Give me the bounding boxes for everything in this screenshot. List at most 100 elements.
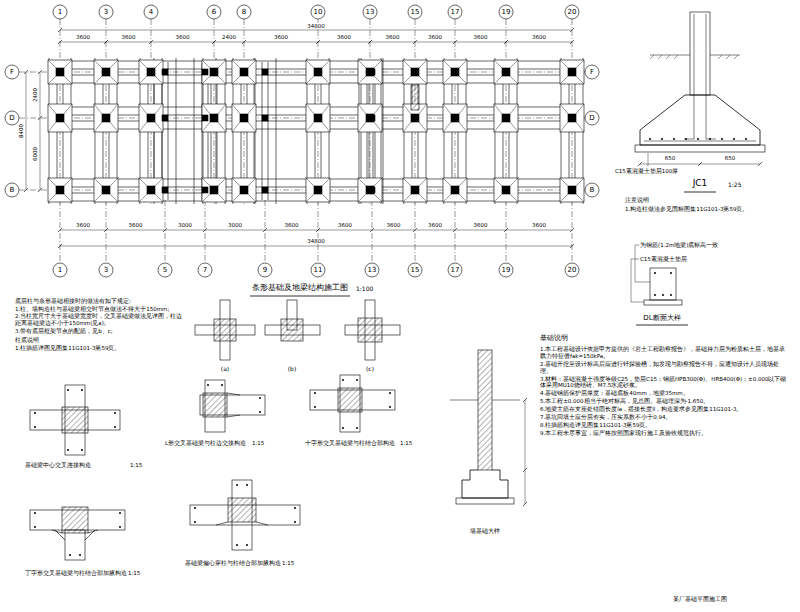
note-heading: 柱底说明 xyxy=(15,336,187,344)
grid-bubble xyxy=(99,5,113,19)
axis-letter: B xyxy=(590,186,595,194)
footing-slope-line xyxy=(510,178,518,186)
dimension: 3600 xyxy=(128,222,144,228)
haunch-line xyxy=(227,415,240,417)
grid-bubble xyxy=(448,5,462,19)
rebar-line xyxy=(684,14,694,139)
footing-outline xyxy=(202,178,226,202)
scale-note: 1:15 xyxy=(128,570,140,576)
footing-outline xyxy=(403,60,427,84)
footing-slope-line xyxy=(48,178,56,186)
footing-slope-line xyxy=(403,60,411,68)
note-heading: 注意说明 xyxy=(625,197,649,204)
footing-slope-line xyxy=(232,122,240,132)
rebar-dot xyxy=(79,554,81,556)
footing-slope-line xyxy=(306,76,314,84)
grid-number: 13 xyxy=(368,266,377,274)
strip-footing-edge xyxy=(176,58,177,204)
footing-outline xyxy=(48,60,72,84)
footing-slope-line xyxy=(403,194,411,202)
ground-line xyxy=(450,400,478,401)
footing-slope-line xyxy=(64,76,72,84)
grid-bubble xyxy=(408,263,422,277)
rebar-dot xyxy=(34,412,36,414)
dimension: 3600 xyxy=(473,34,489,40)
axis-letter: F xyxy=(10,68,14,76)
rebar-dot xyxy=(294,521,296,523)
column-stub xyxy=(690,12,710,95)
footing-slope-line xyxy=(202,60,210,68)
scale-note: 1:15 xyxy=(252,440,264,446)
footing-outline xyxy=(94,178,118,202)
footing-slope-line xyxy=(110,76,118,84)
note-text: 9.本工程未尽事宜，应严格按照国家现行施工及验收规范执行。 xyxy=(540,430,788,437)
footing-slope-line xyxy=(510,60,518,68)
dimension: 3600 xyxy=(75,34,91,40)
footing-slope-line xyxy=(202,122,210,132)
footing-slope-line xyxy=(248,122,256,132)
column-section xyxy=(203,393,227,417)
dimension: 3600 xyxy=(336,34,352,40)
scale-note: 1:25 xyxy=(728,182,741,189)
grid-bubble xyxy=(363,5,377,19)
footing-slope-line xyxy=(48,194,56,202)
note-text: 1.本工程基础设计依据甲方提供的《岩土工程勘察报告》，基础持力层为粉质粘土层，地… xyxy=(540,346,788,360)
footing-slope-line xyxy=(358,122,366,132)
footing-slope-line xyxy=(560,178,568,186)
footing-slope-line xyxy=(232,60,240,68)
dimension-tick xyxy=(149,40,153,44)
dimension: 650 xyxy=(724,155,737,161)
rebar-line xyxy=(644,141,756,142)
drawing-title: 条形基础及地梁结构施工图 xyxy=(252,283,348,292)
note-text: 2.当柱宽尺寸大于基础梁宽度时，交叉基础梁做法见详图，柱边距离基础梁边不小于15… xyxy=(15,313,187,327)
dimension-tick xyxy=(203,228,207,232)
dimension-tick xyxy=(453,40,457,44)
column-section xyxy=(240,114,248,122)
column-section xyxy=(202,115,208,121)
footing-slope-line xyxy=(64,122,72,132)
strip-footing-edge xyxy=(276,58,277,204)
dimension: 3000 xyxy=(177,222,193,228)
scale-note: 1:15 xyxy=(282,560,294,566)
rebar-dot xyxy=(221,384,223,386)
footing-slope-line xyxy=(419,60,427,68)
footing-outline xyxy=(358,104,382,132)
column-section xyxy=(568,186,576,194)
grid-line xyxy=(372,200,373,263)
footing-outline xyxy=(358,178,382,202)
dimension-tick xyxy=(523,502,527,506)
dimension-tick xyxy=(368,40,372,44)
footing-slope-line xyxy=(110,194,118,202)
grid-bubble xyxy=(311,263,325,277)
footing-slope-line xyxy=(358,104,366,114)
dimension-tick xyxy=(523,468,527,472)
haunch-line xyxy=(88,530,98,533)
column-section xyxy=(366,68,374,76)
footing-outline xyxy=(560,104,584,132)
column-section xyxy=(451,68,459,76)
concrete-cushion xyxy=(644,300,682,305)
rebar-dot xyxy=(69,554,71,556)
footing-slope-line xyxy=(510,76,518,84)
footing-outline xyxy=(232,104,256,132)
grid-number: 4 xyxy=(149,8,153,16)
rebar-dot xyxy=(194,521,196,523)
footing-slope-line xyxy=(443,194,451,202)
footing-slope-line xyxy=(232,194,240,202)
column-section xyxy=(162,187,168,193)
grid-number: 5 xyxy=(163,266,167,274)
footing-slope-line xyxy=(139,60,147,68)
footing-slope-line xyxy=(306,178,314,186)
footing-slope-line xyxy=(459,76,467,84)
rebar-dot xyxy=(697,138,699,140)
grid-bubble xyxy=(585,65,599,79)
grid-bubble xyxy=(5,183,19,197)
detail-caption: 十字形交叉基础梁与柱结合部构造 xyxy=(305,440,395,446)
column-section xyxy=(56,68,64,76)
footing-slope-line xyxy=(248,104,256,114)
column-section xyxy=(502,114,510,122)
grid-line xyxy=(318,200,319,263)
dimension-tick xyxy=(24,70,28,74)
footing-slope-line xyxy=(64,194,72,202)
